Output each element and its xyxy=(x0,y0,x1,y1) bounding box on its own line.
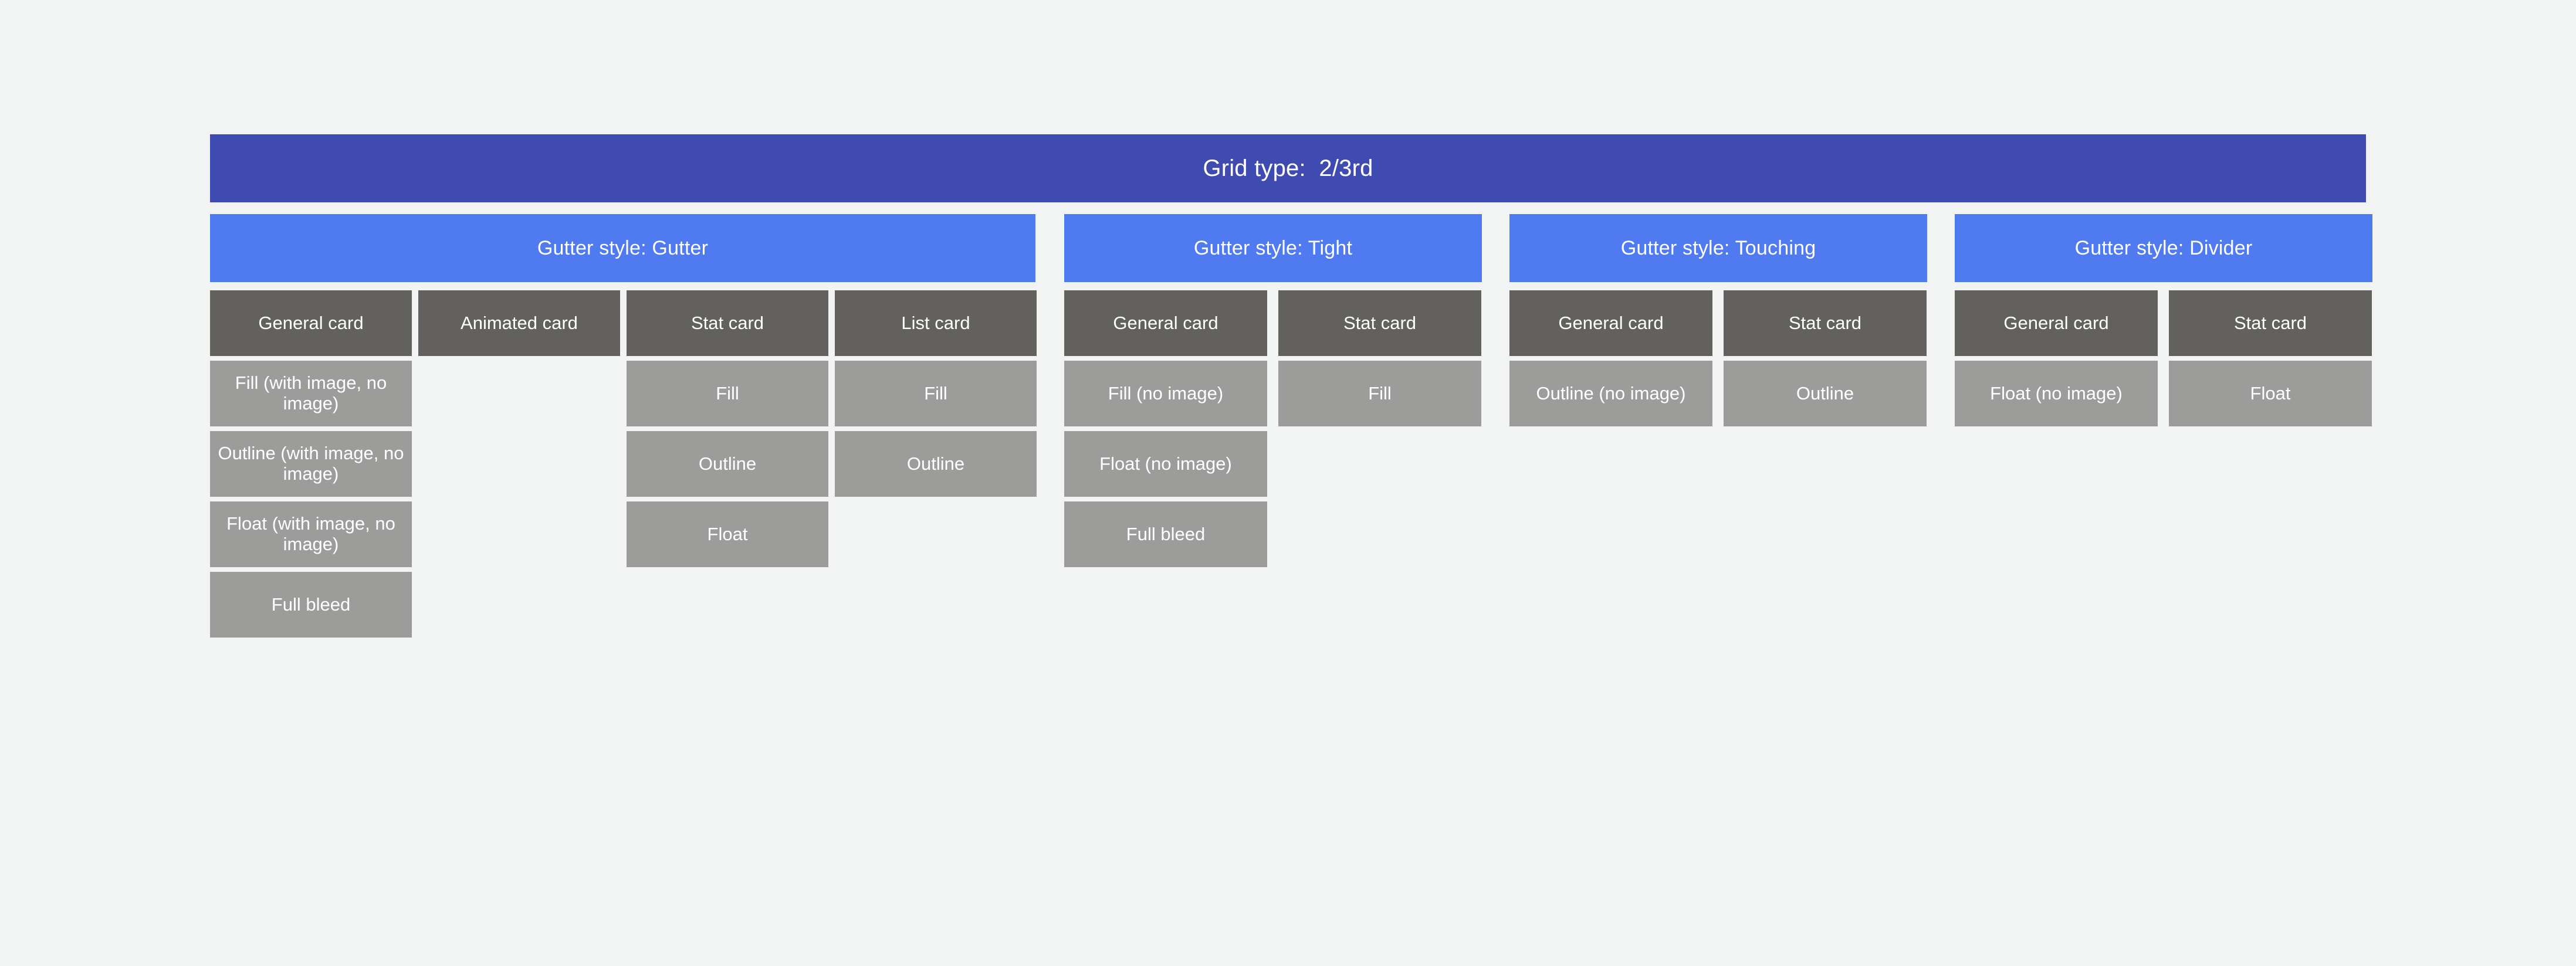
gutter-style-label: Gutter style: Touching xyxy=(1620,236,1816,259)
card-variant-label: Full bleed xyxy=(271,594,351,615)
gutter-style-header-divider: Gutter style: Divider xyxy=(1955,214,2372,282)
gutter-style-header-gutter: Gutter style: Gutter xyxy=(210,214,1035,282)
card-column-header-label: Stat card xyxy=(1788,312,1862,333)
card-column-header[interactable]: General card xyxy=(1509,290,1712,356)
gutter-style-group-divider: Gutter style: Divider General card Float… xyxy=(1955,214,2372,426)
card-column-header-label: Animated card xyxy=(461,312,578,333)
card-variant-cell[interactable]: Float xyxy=(2169,361,2372,426)
gutter-style-header-tight: Gutter style: Tight xyxy=(1064,214,1482,282)
card-column-header-label: General card xyxy=(258,312,364,333)
card-variant-label: Full bleed xyxy=(1126,523,1206,544)
card-variant-label: Outline (with image, no image) xyxy=(218,443,404,484)
card-variant-cell[interactable]: Outline (no image) xyxy=(1509,361,1712,426)
card-column-header[interactable]: Stat card xyxy=(1278,290,1481,356)
card-variant-label: Outline (no image) xyxy=(1536,382,1686,404)
card-variant-label: Float xyxy=(2250,382,2291,404)
card-column-general-card: General card Fill (no image) Float (no i… xyxy=(1064,290,1267,567)
card-variant-cell[interactable]: Outline (with image, no image) xyxy=(210,431,412,497)
card-variant-cell[interactable]: Outline xyxy=(1724,361,1927,426)
card-column-header[interactable]: General card xyxy=(210,290,412,356)
card-variant-cell[interactable]: Full bleed xyxy=(210,572,412,638)
card-column-header[interactable]: Stat card xyxy=(627,290,828,356)
card-variant-cell[interactable]: Float (with image, no image) xyxy=(210,501,412,567)
card-variant-cell[interactable]: Outline xyxy=(835,431,1037,497)
card-columns: General card Fill (with image, no image)… xyxy=(210,290,1037,638)
card-column-general-card: General card Outline (no image) xyxy=(1509,290,1712,426)
card-variant-cell[interactable]: Fill (with image, no image) xyxy=(210,361,412,426)
card-column-header[interactable]: General card xyxy=(1064,290,1267,356)
card-column-header-label: Stat card xyxy=(1343,312,1417,333)
gutter-style-label: Gutter style: Gutter xyxy=(537,236,709,259)
card-column-header-label: General card xyxy=(1113,312,1218,333)
card-variant-label: Fill (with image, no image) xyxy=(235,372,387,413)
card-variant-cell[interactable]: Fill xyxy=(1278,361,1481,426)
card-column-header[interactable]: Stat card xyxy=(1724,290,1927,356)
card-column-stat-card: Stat card Fill Outline Float xyxy=(627,290,828,567)
card-column-header-label: Stat card xyxy=(690,312,764,333)
card-variant-cell[interactable]: Float (no image) xyxy=(1064,431,1267,497)
gutter-style-groups: Gutter style: Gutter General card Fill (… xyxy=(210,214,2372,638)
card-column-general-card: General card Fill (with image, no image)… xyxy=(210,290,412,638)
card-columns: General card Float (no image) Stat card … xyxy=(1955,290,2372,426)
card-column-list-card: List card Fill Outline xyxy=(835,290,1037,497)
card-variant-cell[interactable]: Float (no image) xyxy=(1955,361,2158,426)
card-variant-label: Float xyxy=(707,523,748,544)
card-column-stat-card: Stat card Fill xyxy=(1278,290,1481,426)
card-variant-cell[interactable]: Fill xyxy=(835,361,1037,426)
card-variant-cell[interactable]: Outline xyxy=(627,431,828,497)
gutter-style-group-gutter: Gutter style: Gutter General card Fill (… xyxy=(210,214,1037,638)
card-variant-cell[interactable]: Fill xyxy=(627,361,828,426)
card-column-header-label: List card xyxy=(901,312,970,333)
card-column-stat-card: Stat card Outline xyxy=(1724,290,1927,426)
gutter-style-header-touching: Gutter style: Touching xyxy=(1509,214,1927,282)
card-variant-label: Fill xyxy=(924,382,947,404)
card-column-header-label: General card xyxy=(1558,312,1664,333)
card-column-general-card: General card Float (no image) xyxy=(1955,290,2158,426)
grid-type-board: Grid type: 2/3rd Gutter style: Gutter Ge… xyxy=(210,134,2372,638)
card-column-header[interactable]: General card xyxy=(1955,290,2158,356)
card-variant-label: Float (no image) xyxy=(1099,453,1232,474)
card-variant-label: Outline xyxy=(906,453,965,474)
card-column-header[interactable]: Animated card xyxy=(418,290,620,356)
gutter-style-label: Gutter style: Tight xyxy=(1193,236,1353,259)
card-columns: General card Fill (no image) Float (no i… xyxy=(1064,290,1482,567)
card-variant-cell[interactable]: Float xyxy=(627,501,828,567)
card-column-header[interactable]: Stat card xyxy=(2169,290,2372,356)
card-variant-label: Fill xyxy=(716,382,739,404)
card-column-stat-card: Stat card Float xyxy=(2169,290,2372,426)
gutter-style-group-touching: Gutter style: Touching General card Outl… xyxy=(1509,214,1927,426)
card-variant-label: Outline xyxy=(1796,382,1854,404)
card-variant-label: Float (no image) xyxy=(1990,382,2123,404)
card-column-animated-card: Animated card xyxy=(418,290,620,356)
card-variant-label: Outline xyxy=(698,453,757,474)
card-column-header-label: General card xyxy=(2003,312,2109,333)
card-variant-label: Fill xyxy=(1368,382,1392,404)
card-variant-label: Float (with image, no image) xyxy=(226,513,395,554)
gutter-style-label: Gutter style: Divider xyxy=(2074,236,2253,259)
card-column-header[interactable]: List card xyxy=(835,290,1037,356)
card-variant-cell[interactable]: Full bleed xyxy=(1064,501,1267,567)
card-variant-cell[interactable]: Fill (no image) xyxy=(1064,361,1267,426)
grid-type-label: Grid type: 2/3rd xyxy=(1203,155,1373,181)
card-columns: General card Outline (no image) Stat car… xyxy=(1509,290,1927,426)
grid-type-band: Grid type: 2/3rd xyxy=(210,134,2366,202)
card-variant-label: Fill (no image) xyxy=(1108,382,1224,404)
gutter-style-group-tight: Gutter style: Tight General card Fill (n… xyxy=(1064,214,1482,567)
card-column-header-label: Stat card xyxy=(2233,312,2307,333)
